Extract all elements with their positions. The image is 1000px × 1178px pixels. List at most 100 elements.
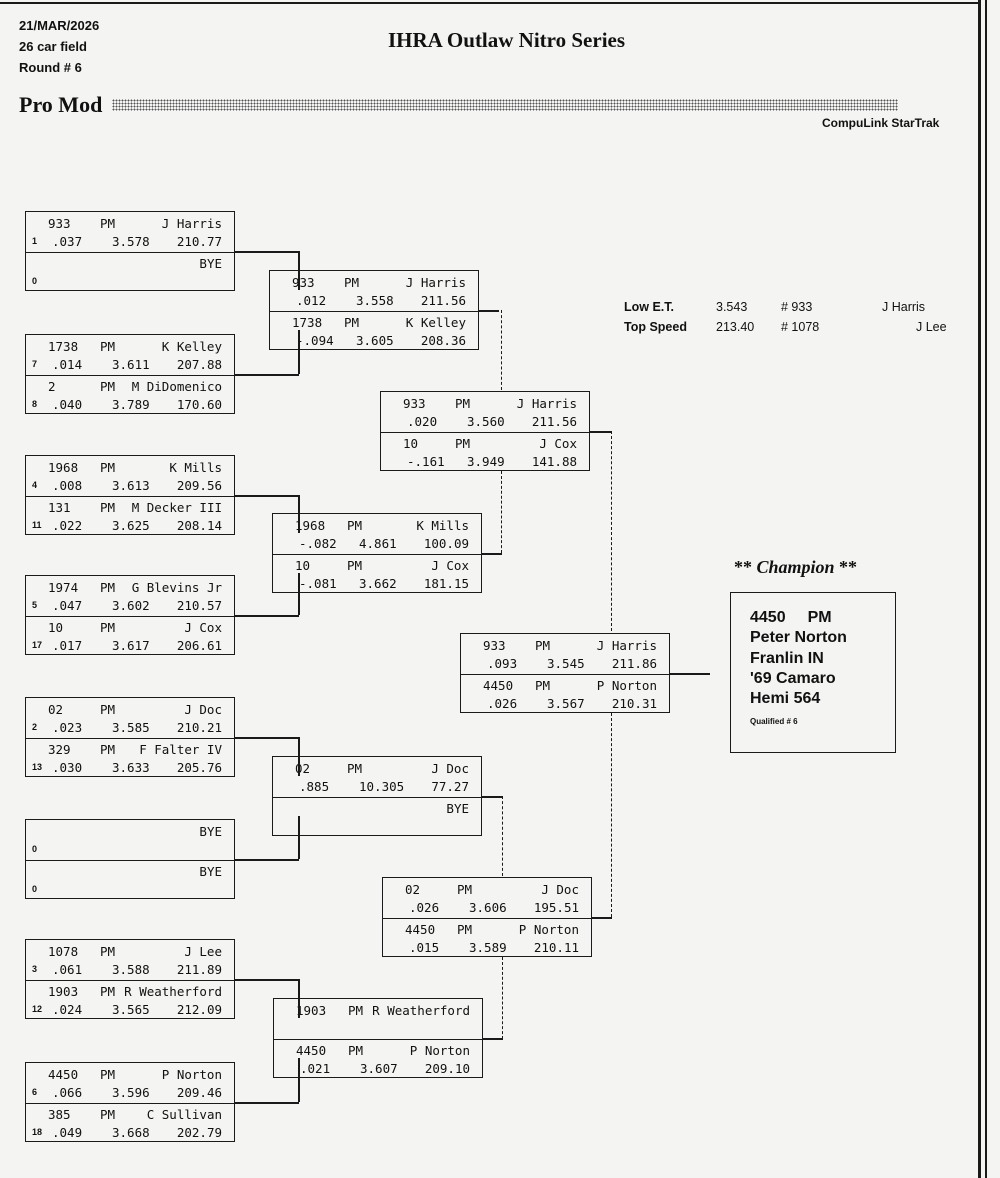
entry-mph: 211.56 <box>531 414 577 429</box>
entry-car: 933 <box>48 216 71 231</box>
entry-et: 3.607 <box>360 1061 398 1076</box>
entry-driver: BYE <box>199 864 222 879</box>
class-title: Pro Mod <box>19 92 103 117</box>
entry-rt: -.081 <box>299 576 337 591</box>
entry-driver: J Doc <box>541 882 579 897</box>
entry-mph: 207.88 <box>176 357 222 372</box>
entry-et: 4.861 <box>359 536 397 551</box>
entry-car: 1903 <box>296 1003 327 1018</box>
entry-driver: F Falter IV <box>139 742 222 757</box>
entry-car: 1738 <box>292 315 323 330</box>
entry-mph: 210.21 <box>176 720 222 735</box>
page-frame-right <box>978 0 981 1178</box>
entry-car: 10 <box>403 436 419 451</box>
champion-hometown: Franlin IN <box>750 650 824 667</box>
entry-driver: K Kelley <box>405 315 466 330</box>
entry-driver: R Weatherford <box>372 1003 470 1018</box>
entry-rt: .040 <box>52 397 83 412</box>
entry-mph: 209.46 <box>176 1085 222 1100</box>
entry-driver: J Cox <box>184 620 222 635</box>
entry-driver: G Blevins Jr <box>131 580 222 595</box>
entry-mph: 141.88 <box>531 454 577 469</box>
entry-mph: 211.86 <box>611 656 657 671</box>
entry-cls: PM <box>344 315 360 330</box>
entry-mph: 202.79 <box>176 1125 222 1140</box>
entry-seed: 8 <box>32 399 38 409</box>
entry-et: 3.585 <box>112 720 150 735</box>
entry-rt: -.161 <box>407 454 445 469</box>
entry-seed: 4 <box>32 480 38 490</box>
entry-rt: .026 <box>487 696 518 711</box>
bracket-line <box>298 495 300 533</box>
page-title: IHRA Outlaw Nitro Series <box>388 28 626 52</box>
bracket-line <box>235 1102 299 1104</box>
entry-rt: .026 <box>409 900 440 915</box>
entry-cls: PM <box>344 275 360 290</box>
bracket-line <box>298 737 300 776</box>
round-number: Round # 6 <box>19 60 82 75</box>
bracket-line <box>670 673 710 675</box>
low-et-label: Low E.T. <box>624 300 674 314</box>
event-date: 21/MAR/2026 <box>19 18 100 33</box>
entry-top: 1903 PM R Weatherford <box>274 999 482 1040</box>
entry-driver: J Harris <box>161 216 222 231</box>
entry-driver: J Cox <box>431 558 469 573</box>
top-speed-label: Top Speed <box>624 320 687 334</box>
entry-rt: .061 <box>52 962 83 977</box>
bracket-line <box>235 495 299 497</box>
entry-rt: .021 <box>300 1061 331 1076</box>
entry-driver: J Harris <box>596 638 657 653</box>
entry-driver: M DiDomenico <box>131 379 222 394</box>
entry-cls: PM <box>455 396 471 411</box>
bracket-dashed-line <box>501 310 502 390</box>
entry-cls: PM <box>100 339 116 354</box>
entry-et: 3.558 <box>356 293 394 308</box>
entry-rt: .020 <box>407 414 438 429</box>
bracket-dashed-line <box>502 957 503 1039</box>
entry-car: 1903 <box>48 984 79 999</box>
entry-cls: PM <box>348 1003 364 1018</box>
title-dot-rule <box>112 99 898 111</box>
entry-car: 385 <box>48 1107 71 1122</box>
entry-seed: 0 <box>32 884 38 894</box>
entry-seed: 6 <box>32 1087 38 1097</box>
entry-cls: PM <box>100 742 116 757</box>
bracket-line <box>298 979 300 1018</box>
champion-name: Peter Norton <box>750 629 847 646</box>
entry-car: 02 <box>48 702 64 717</box>
entry-seed: 1 <box>32 236 38 246</box>
entry-car: 1078 <box>48 944 79 959</box>
bracket-line <box>235 615 299 617</box>
entry-et: 3.949 <box>467 454 505 469</box>
entry-driver: M Decker III <box>131 500 222 515</box>
entry-rt: .017 <box>52 638 83 653</box>
entry-driver: J Doc <box>431 761 469 776</box>
entry-et: 3.596 <box>112 1085 150 1100</box>
entry-cls: PM <box>347 558 363 573</box>
entry-mph: 208.36 <box>420 333 466 348</box>
entry-car: 4450 <box>483 678 514 693</box>
bracket-line <box>235 374 299 376</box>
entry-car: 4450 <box>48 1067 79 1082</box>
entry-driver: K Mills <box>169 460 222 475</box>
entry-cls: PM <box>100 500 116 515</box>
